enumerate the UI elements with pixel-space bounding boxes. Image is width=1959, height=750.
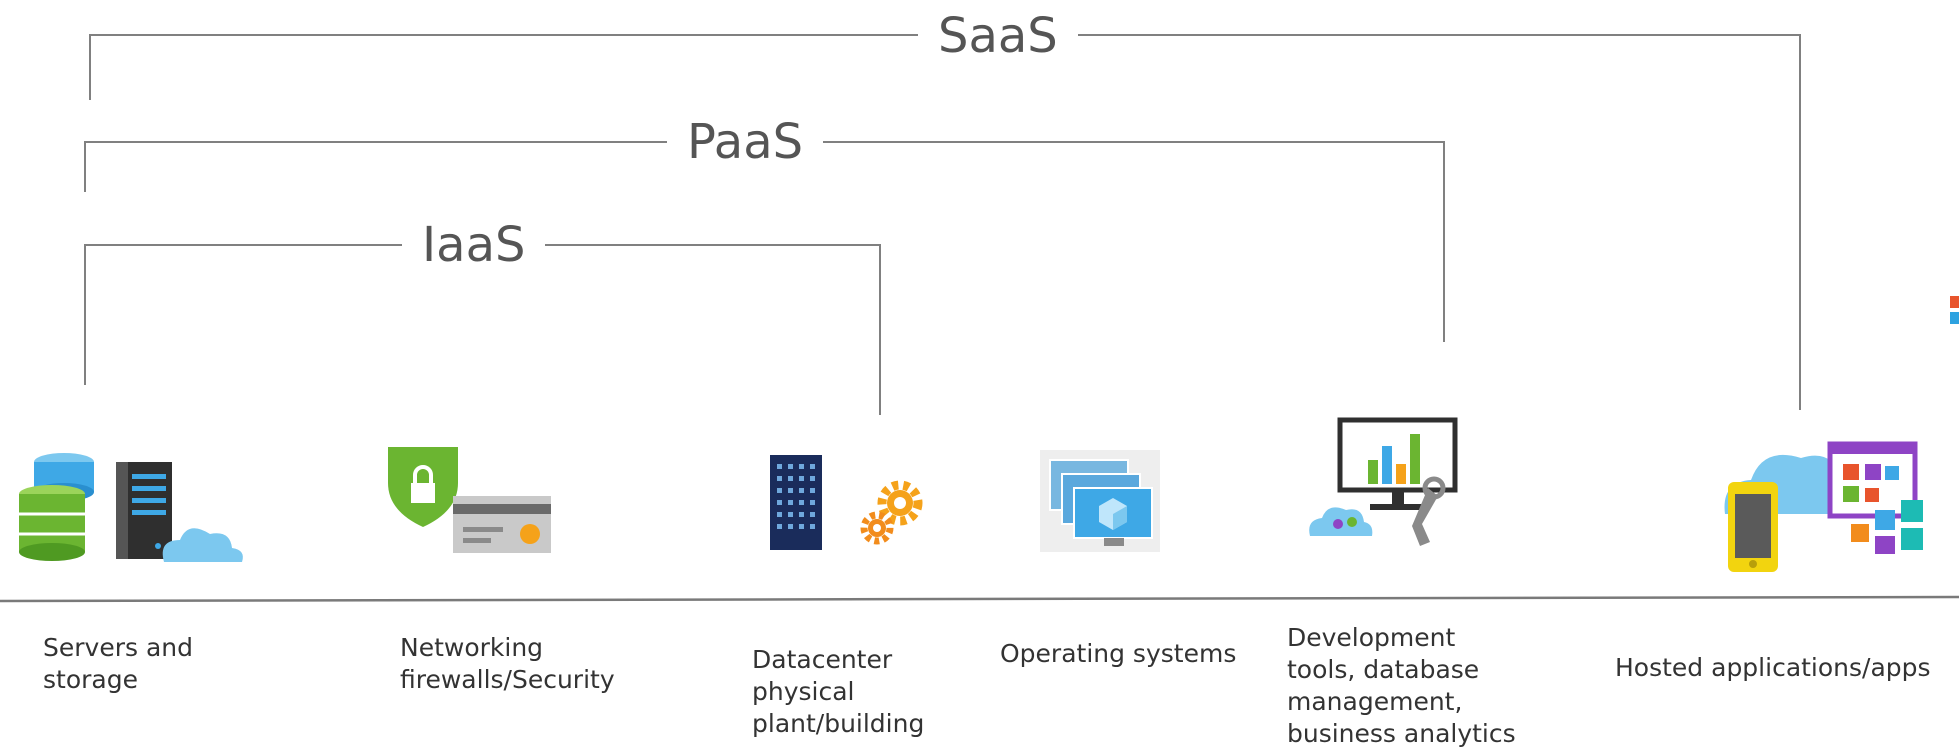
hosted-apps-icon (1724, 441, 1923, 572)
edge-flag-icon (1950, 296, 1959, 324)
paas-bracket (84, 141, 1445, 342)
security-shield-icon (388, 447, 551, 553)
datacenter-caption: Datacenter physical plant/building (752, 645, 925, 738)
networking-caption: Networking firewalls/Security (400, 633, 615, 694)
hosted-apps-caption: Hosted applications/apps (1615, 653, 1931, 682)
dev-tools-caption: Development tools, database management, … (1287, 623, 1516, 748)
datacenter-building-icon (770, 455, 923, 550)
dev-analytics-monitor-icon (1309, 417, 1458, 546)
iaas-label: IaaS (402, 217, 546, 273)
virtual-machines-icon (1040, 450, 1160, 552)
baseline-divider (0, 595, 1959, 603)
servers-storage-caption: Servers and storage (43, 633, 193, 694)
operating-systems-caption: Operating systems (1000, 639, 1237, 668)
saas-label: SaaS (918, 8, 1078, 64)
paas-label: PaaS (667, 114, 824, 170)
saas-bracket (89, 34, 1801, 410)
server-storage-cloud-icon (19, 453, 243, 562)
